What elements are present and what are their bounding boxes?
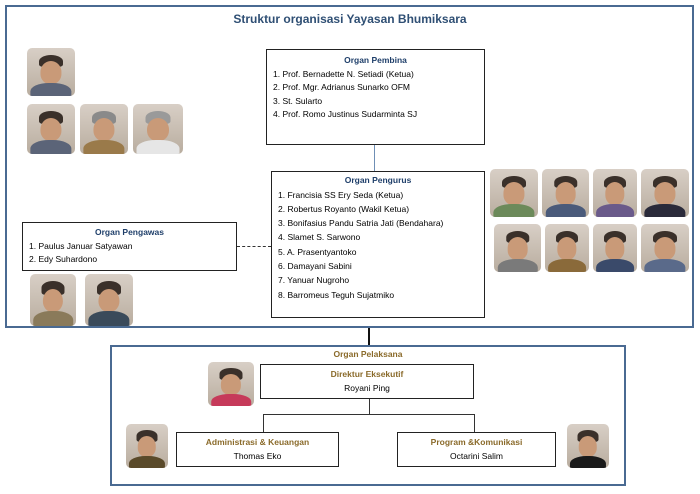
pembina-heading: Organ Pembina [344, 55, 407, 65]
pelaksana-section-frame [110, 345, 626, 486]
pengawas-box: Organ Pengawas 1. Paulus Januar Satyawan… [22, 222, 237, 271]
admin-heading: Administrasi & Keuangan [205, 437, 310, 447]
pembina-box: Organ Pembina 1. Prof. Bernadette N. Set… [266, 49, 485, 145]
pengurus-photo [542, 169, 589, 217]
program-photo [567, 424, 609, 468]
pengurus-photo [593, 224, 637, 272]
pengurus-box: Organ Pengurus 1. Francisia SS Ery Seda … [271, 171, 485, 318]
pengurus-photo [494, 224, 541, 272]
pengurus-heading: Organ Pengurus [344, 175, 412, 185]
direktur-connector [369, 399, 370, 414]
direktur-name: Royani Ping [344, 382, 390, 393]
pengawas-connector [237, 246, 271, 247]
pengawas-member: 1. Paulus Januar Satyawan [29, 240, 133, 251]
pengurus-member: 3. Bonifasius Pandu Satria Jati (Bendaha… [278, 218, 444, 229]
pembina-photo [27, 48, 75, 96]
pengawas-heading: Organ Pengawas [95, 227, 164, 237]
pengurus-member: 5. A. Prasentyantoko [278, 246, 357, 257]
pengurus-member: 7. Yanuar Nugroho [278, 275, 350, 286]
pengurus-member: 1. Francisia SS Ery Seda (Ketua) [278, 189, 404, 200]
pengurus-photo [490, 169, 538, 217]
program-heading: Program &Komunikasi [430, 437, 523, 447]
pembina-photo [27, 104, 75, 154]
pengurus-member: 2. Robertus Royanto (Wakil Ketua) [278, 203, 410, 214]
pengurus-photo [641, 224, 689, 272]
pembina-photo [80, 104, 128, 154]
pengurus-photo [641, 169, 689, 217]
pengawas-photo [30, 274, 76, 326]
pengawas-member: 2. Edy Suhardono [29, 254, 98, 264]
pengurus-photo [545, 224, 589, 272]
direktur-heading: Direktur Eksekutif [330, 369, 404, 379]
pengurus-photo [593, 169, 637, 217]
admin-box: Administrasi & Keuangan Thomas Eko [176, 432, 339, 467]
pengurus-member: 8. Barromeus Teguh Sujatmiko [278, 289, 395, 300]
direktur-photo [208, 362, 254, 406]
program-name: Octarini Salim [450, 450, 503, 461]
chart-title: Struktur organisasi Yayasan Bhumiksara [233, 12, 467, 26]
pengurus-member: 6. Damayani Sabini [278, 260, 352, 271]
admin-photo [126, 424, 168, 468]
program-box: Program &Komunikasi Octarini Salim [397, 432, 556, 467]
pengurus-pelaksana-connector [368, 328, 370, 345]
admin-connector [263, 414, 264, 432]
pengawas-photo [85, 274, 133, 326]
pembina-member: 2. Prof. Mgr. Adrianus Sunarko OFM [273, 82, 411, 92]
pelaksana-heading: Organ Pelaksana [333, 349, 403, 359]
pembina-photo [133, 104, 183, 154]
organ-section-frame [5, 5, 694, 328]
pembina-member: 3. St. Sularto [273, 95, 323, 106]
admin-name: Thomas Eko [233, 450, 282, 461]
program-connector [474, 414, 475, 432]
pengurus-member: 4. Slamet S. Sarwono [278, 232, 361, 243]
branch-connector [263, 414, 475, 415]
direktur-box: Direktur Eksekutif Royani Ping [260, 364, 474, 399]
pembina-pengurus-connector [374, 145, 375, 171]
pembina-member: 1. Prof. Bernadette N. Setiadi (Ketua) [273, 68, 414, 79]
pembina-member: 4. Prof. Romo Justinus Sudarminta SJ [273, 109, 418, 119]
